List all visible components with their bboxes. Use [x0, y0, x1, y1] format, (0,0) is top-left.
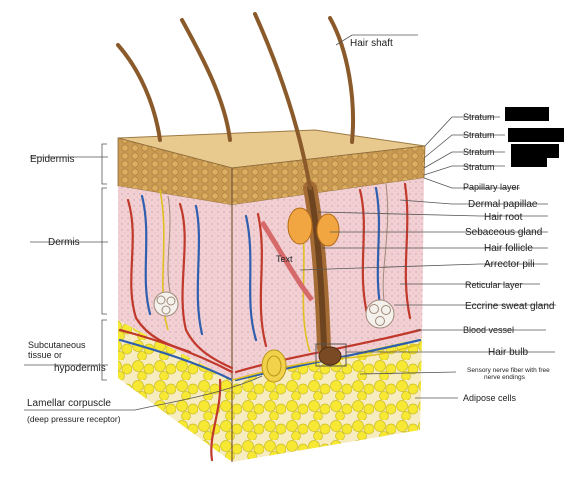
hair-follicle-structure — [259, 181, 347, 367]
label-lamellar-corpuscle: Lamellar corpuscle — [27, 398, 111, 409]
label-hypodermis: hypodermis — [54, 363, 106, 374]
label-sebaceous-gland: Sebaceous gland — [465, 227, 542, 238]
leader-lines — [24, 34, 556, 411]
label-epidermis: Epidermis — [30, 154, 74, 165]
label-blood-vessel: Blood vessel — [463, 325, 514, 335]
right-face — [231, 145, 426, 462]
hair-shafts — [116, 12, 356, 190]
label-stratum-4: Stratum — [463, 162, 495, 172]
label-eccrine-sweat-gland: Eccrine sweat gland — [465, 301, 555, 312]
label-subcutaneous-1: Subcutaneous — [28, 340, 86, 350]
label-lamellar-note: (deep pressure receptor) — [27, 414, 121, 424]
label-subcutaneous-2: tissue or — [28, 350, 62, 360]
label-dermis: Dermis — [48, 237, 80, 248]
label-sensory-nerve-2: nerve endings — [484, 374, 526, 381]
label-hair-root: Hair root — [484, 212, 523, 223]
redaction-boxes — [505, 107, 564, 167]
label-hair-shaft: Hair shaft — [350, 38, 393, 49]
label-hair-follicle: Hair follicle — [484, 243, 533, 254]
label-stratum-2: Stratum — [463, 130, 495, 140]
label-hair-bulb: Hair bulb — [488, 347, 528, 358]
label-papillary-layer: Papillary layer — [463, 182, 520, 192]
label-stratum-3: Stratum — [463, 147, 495, 157]
label-sensory-nerve-1: Sensory nerve fiber with free — [467, 367, 550, 374]
label-dermal-papillae: Dermal papillae — [468, 199, 538, 210]
label-text-marker: Text — [276, 254, 293, 264]
label-reticular-layer: Reticular layer — [465, 280, 523, 290]
label-arrector-pili: Arrector pili — [484, 259, 535, 270]
label-adipose-cells: Adipose cells — [463, 393, 517, 403]
lamellar-corpuscle — [261, 349, 287, 383]
label-stratum-1: Stratum — [463, 112, 495, 122]
